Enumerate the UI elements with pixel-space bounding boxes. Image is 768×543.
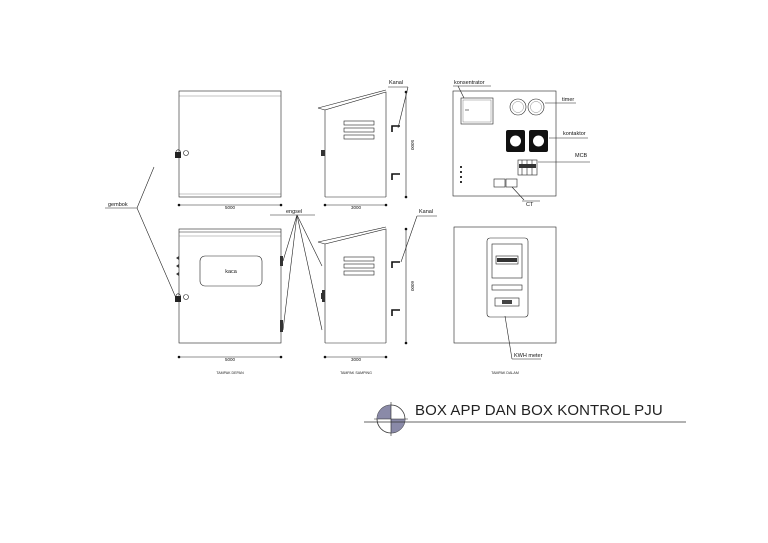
glass-window [199,255,263,287]
kontaktor-label: kontaktor [563,131,586,137]
inside-view-bottom: KWH meter TAMPAK DALAM [453,226,557,375]
engsel-callout: engsel [270,209,323,331]
front-top-width: 5000 [225,205,236,210]
kwh-meter-label: KWH meter [514,353,543,359]
kontaktor-icon [506,130,548,152]
hinge-marks-left [176,256,179,276]
drawing-title: BOX APP DAN BOX KONTROL PJU [415,402,663,419]
mcb-icon [517,159,538,176]
padlock-icon [175,149,189,158]
timer-icon [509,98,527,116]
front-bottom-width: 5000 [225,357,236,362]
gembok-label: gembok [108,202,128,208]
ct-label: CT [526,202,534,208]
section-symbol-icon [374,402,408,436]
caption-inside: TAMPAK DALAM [491,371,519,375]
ct-box [493,178,506,188]
timer-label: timer [562,97,574,103]
side-bottom-width: 3000 [351,357,362,362]
side-view-top: 5000 3000 Kanal [317,80,415,210]
konsentrator-label: konsentrator [454,80,485,86]
gembok-callout: gembok [105,166,177,299]
mcb-label: MCB [575,153,588,159]
kanal-label-top: Kanal [389,80,403,86]
inside-view-top: konsentrator timer kontaktor MCB [452,80,590,208]
konsentrator-box [460,97,494,125]
front-view-top: 5000 [175,90,283,210]
kwh-meter [486,237,529,318]
kaca-label: kaca [225,269,238,275]
engsel-label: engsel [286,209,302,215]
front-view-bottom: kaca 5000 TAMPAK DEPAN [175,228,283,375]
kanal-channel [391,261,400,316]
side-top-height: 5000 [410,140,415,151]
side-view-bottom: 6000 3000 TAMPAK SAMPING Kanal [317,209,437,375]
hinge-marks-right [280,256,283,332]
padlock-icon [175,293,189,302]
side-bottom-height: 6000 [410,281,415,292]
terminal-block [460,166,462,183]
kanal-label-bottom: Kanal [419,209,433,215]
timer-icon [527,98,545,116]
side-top-width: 3000 [351,205,362,210]
caption-side: TAMPAK SAMPING [340,371,372,375]
kanal-channel [391,125,400,180]
title-block: BOX APP DAN BOX KONTROL PJU [364,402,686,436]
caption-front: TAMPAK DEPAN [216,371,244,375]
